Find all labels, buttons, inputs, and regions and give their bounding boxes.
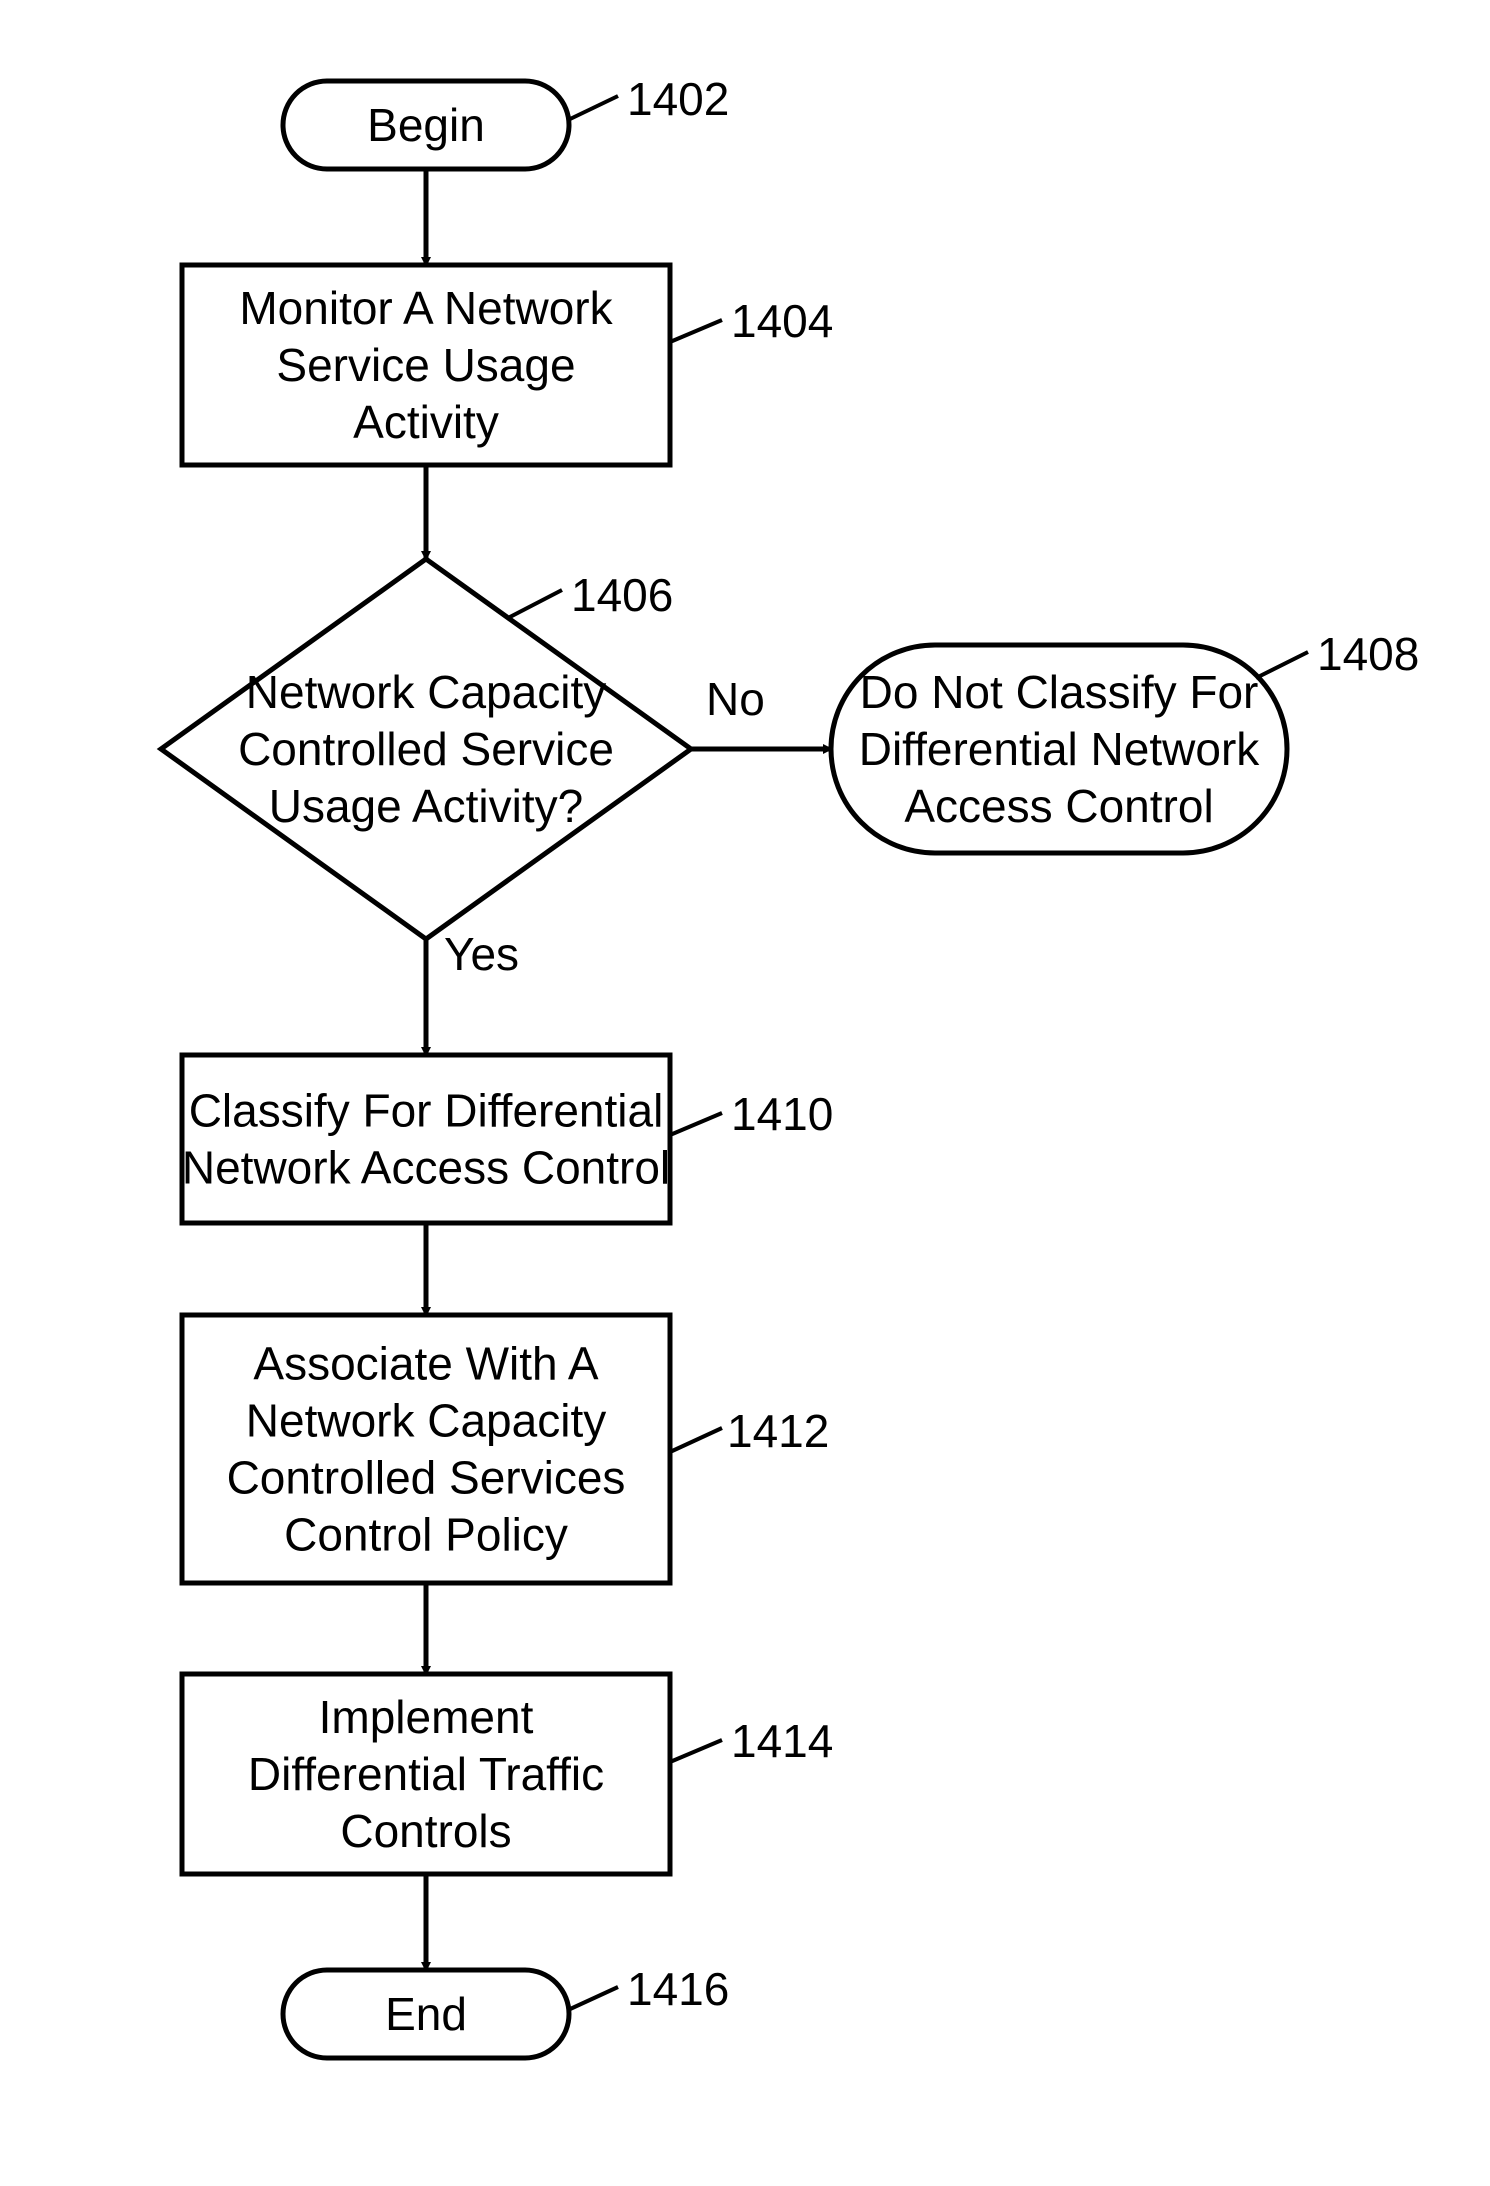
edge-label: No (706, 673, 765, 725)
node-label-line: Access Control (904, 780, 1213, 832)
reference-1408: 1408 (1256, 628, 1419, 680)
node-implement: ImplementDifferential TrafficControls (182, 1674, 670, 1874)
node-label-line: Controls (340, 1805, 511, 1857)
node-label-line: Monitor A Network (239, 282, 613, 334)
leader-line (1256, 652, 1308, 678)
reference-1410: 1410 (670, 1088, 833, 1140)
edge-decision-no: No (691, 673, 831, 749)
node-label-line: Activity (353, 396, 499, 448)
node-label-line: End (385, 1988, 467, 2040)
node-end: End (283, 1970, 569, 2058)
node-do-not-classify: Do Not Classify ForDifferential NetworkA… (831, 645, 1287, 853)
nodes-layer: BeginMonitor A NetworkService UsageActiv… (161, 81, 1287, 2058)
reference-number: 1408 (1317, 628, 1419, 680)
node-label-line: Differential Network (859, 723, 1261, 775)
reference-number: 1414 (731, 1715, 833, 1767)
node-monitor: Monitor A NetworkService UsageActivity (182, 265, 670, 465)
node-label-line: Begin (367, 99, 485, 151)
reference-number: 1406 (571, 569, 673, 621)
node-associate: Associate With ANetwork CapacityControll… (182, 1315, 670, 1583)
leader-line (670, 1740, 722, 1762)
node-label-line: Classify For Differential (189, 1085, 664, 1137)
leader-line (508, 590, 562, 618)
reference-1414: 1414 (670, 1715, 833, 1767)
reference-number: 1402 (627, 73, 729, 125)
reference-1404: 1404 (670, 295, 833, 347)
leader-line (670, 320, 722, 342)
node-label-line: Do Not Classify For (860, 666, 1259, 718)
node-begin: Begin (283, 81, 569, 169)
node-label-line: Network Access Control (182, 1142, 670, 1194)
node-label-line: Network Capacity (246, 666, 606, 718)
reference-number: 1412 (727, 1405, 829, 1457)
leader-line (568, 1987, 618, 2010)
node-label-line: Service Usage (276, 339, 575, 391)
node-label-line: Differential Traffic (248, 1748, 604, 1800)
edge-decision-yes: Yes (426, 928, 519, 1055)
edge-label: Yes (444, 928, 519, 980)
reference-number: 1410 (731, 1088, 833, 1140)
reference-1402: 1402 (568, 73, 729, 125)
reference-number: 1404 (731, 295, 833, 347)
reference-1416: 1416 (568, 1963, 729, 2015)
leader-line (670, 1113, 722, 1135)
reference-number: 1416 (627, 1963, 729, 2015)
node-label-line: Network Capacity (246, 1395, 606, 1447)
reference-1412: 1412 (670, 1405, 829, 1457)
node-label-line: Implement (319, 1691, 534, 1743)
reference-1406: 1406 (508, 569, 673, 621)
process-box (182, 1055, 670, 1223)
node-label-line: Associate With A (253, 1338, 598, 1390)
node-label-line: Controlled Services (227, 1452, 626, 1504)
leader-line (568, 96, 618, 120)
node-label-line: Usage Activity? (269, 780, 583, 832)
node-classify: Classify For DifferentialNetwork Access … (182, 1055, 670, 1223)
node-label-line: Controlled Service (238, 723, 614, 775)
node-label-line: Control Policy (284, 1509, 568, 1561)
leader-line (670, 1428, 722, 1452)
